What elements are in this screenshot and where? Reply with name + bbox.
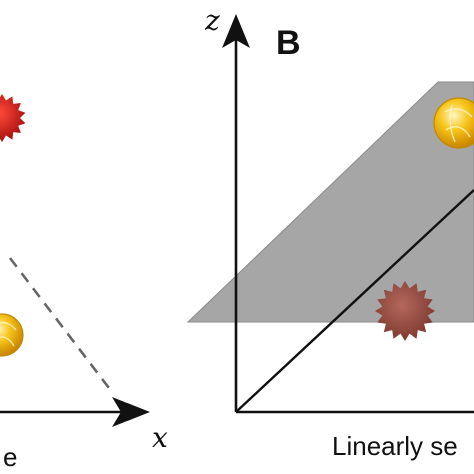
gold-sphere-icon (0, 313, 24, 357)
right-caption-fragment: Linearly se (332, 431, 458, 461)
x-axis-label: x (152, 421, 168, 454)
x-axis-arrowhead (112, 397, 150, 427)
left-panel: x e (0, 94, 168, 472)
red-starburst-icon (0, 94, 26, 142)
separating-plane (186, 81, 474, 323)
panel-label: B (276, 24, 301, 62)
red-starburst-icon (375, 281, 435, 341)
gold-sphere-icon (433, 97, 474, 149)
z-axis-label: z (204, 4, 220, 37)
right-panel: z B Linearly se (186, 4, 474, 461)
left-caption-fragment: e (3, 442, 17, 472)
dashed-separator-line (8, 257, 114, 393)
depth-axis-line (235, 189, 474, 413)
z-axis-arrowhead (222, 14, 250, 48)
